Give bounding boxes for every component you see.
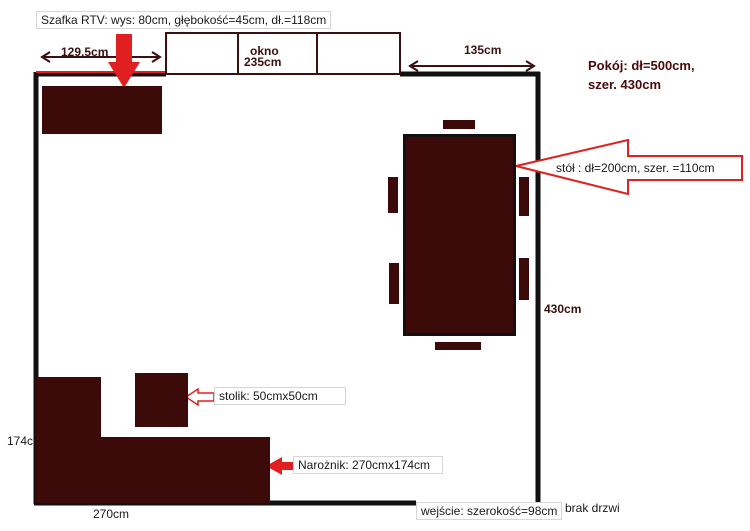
coffee-table-label: stolik: 50cmx50cm [214,387,346,405]
corner-sofa-horizontal [36,437,270,503]
chair-left-1 [388,177,398,213]
dim-bottom-label: 270cm [93,507,130,521]
chair-top [443,120,475,129]
chair-bottom [435,342,481,350]
no-door-label: brak drzwi [565,501,620,515]
table-label: stół : dł=200cm, szer. =110cm [556,161,715,175]
corner-sofa-label: Narożnik: 270cmx174cm [293,456,443,474]
dining-table [403,134,516,336]
dim-right-side-label: 430cm [544,302,582,316]
entrance-label: wejście: szerokość=98cm [416,502,563,520]
window-width-label: 235cm [244,55,282,69]
room-dimensions-line2: szer. 430cm [588,77,662,92]
chair-right-1 [519,177,529,216]
rtv-pointer-arrow [108,34,140,88]
chair-right-2 [519,258,529,300]
sofa-pointer-arrow [266,457,294,475]
dim-right-top-label: 135cm [464,43,502,57]
dim-arrow-right-top [408,60,536,72]
rtv-cabinet [42,86,162,134]
window-title-label: okno [250,44,279,58]
dim-arrow-left-top [40,51,162,63]
dim-left-side-label: 174c [7,434,34,448]
window-frame [165,32,401,75]
chair-left-2 [389,263,399,304]
coffee-table [135,373,188,427]
coffee-table-pointer-arrow [184,387,215,407]
rtv-label: Szafka RTV: wys: 80cm, głębokość=45cm, d… [36,11,332,29]
room-dimensions-line1: Pokój: dł=500cm, [588,58,695,73]
dim-left-top-label: 129,5cm [61,45,109,59]
table-pointer-arrow [515,138,743,196]
